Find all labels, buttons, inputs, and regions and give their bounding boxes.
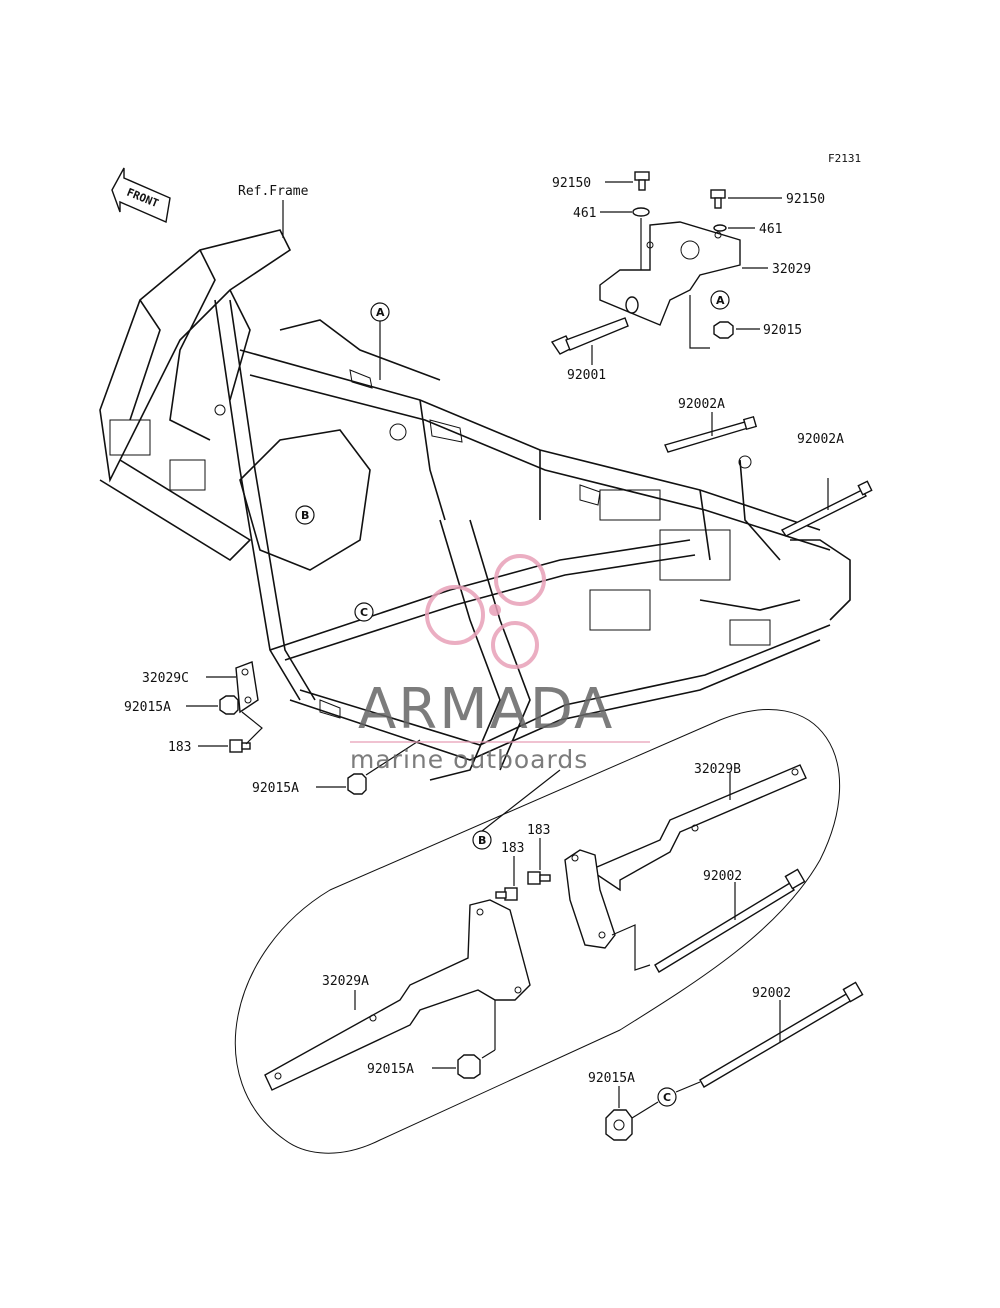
bolt-92002-lower: 92002 (699, 981, 864, 1088)
callout-b-frame: B (295, 505, 315, 525)
svg-text:92002A: 92002A (797, 432, 844, 447)
svg-text:A: A (716, 294, 725, 307)
nut-92015: 92015 (689, 295, 802, 349)
svg-text:92015A: 92015A (588, 1071, 635, 1086)
bolt-92002A-top: 92002A (664, 397, 758, 453)
callout-c-lower: C (631, 1081, 701, 1119)
figure-code: F2131 (828, 152, 861, 165)
svg-text:92002A: 92002A (678, 397, 725, 412)
svg-text:183: 183 (527, 823, 550, 838)
ref-frame-label: Ref.Frame (238, 184, 309, 199)
bolt-92001: 92001 (550, 296, 639, 383)
svg-text:C: C (360, 606, 368, 619)
callout-c-frame: C (354, 602, 374, 622)
inset-detail-b: B (234, 709, 841, 1154)
nut-92015A-center: 92015A (252, 739, 421, 796)
svg-text:92002: 92002 (703, 869, 742, 884)
bracket-32029A: 32029A (264, 899, 531, 1091)
callout-b-inset: B (472, 830, 492, 850)
svg-text:92015: 92015 (763, 323, 802, 338)
washer-461-right: 461 (713, 222, 782, 237)
svg-text:A: A (376, 306, 385, 319)
svg-text:92002: 92002 (752, 986, 791, 1001)
svg-text:183: 183 (501, 841, 524, 856)
front-arrow-icon: FRONT (111, 167, 171, 223)
svg-text:B: B (478, 834, 486, 847)
svg-text:183: 183 (168, 740, 191, 755)
bolt-92150-right: 92150 (710, 189, 825, 209)
svg-text:C: C (663, 1091, 671, 1104)
bolt-183-inset-b: 183 (495, 841, 524, 901)
svg-text:32029C: 32029C (142, 671, 189, 686)
callout-a-bracket: A (710, 290, 730, 310)
svg-text:32029B: 32029B (694, 762, 741, 777)
svg-text:B: B (301, 509, 309, 522)
bolt-92002-inset: 92002 (611, 868, 806, 973)
svg-text:92150: 92150 (786, 192, 825, 207)
svg-text:92001: 92001 (567, 368, 606, 383)
bracket-32029B: 32029B (564, 762, 807, 949)
svg-text:92015A: 92015A (252, 781, 299, 796)
bolt-183-inset-a: 183 (527, 823, 551, 885)
svg-text:461: 461 (573, 206, 596, 221)
svg-text:32029: 32029 (772, 262, 811, 277)
watermark-tagline: marine outboards (350, 745, 588, 774)
watermark-logo-icon (425, 554, 546, 669)
callout-a-frame: A (370, 302, 390, 380)
nut-92015A-lower: 92015A (588, 1071, 635, 1141)
bolt-92002A-right: 92002A (780, 432, 873, 537)
nut-92015A-left: 92015A (124, 695, 239, 715)
watermark: ARMADA marine outboards (350, 554, 650, 774)
bolt-92150-left: 92150 (552, 171, 650, 191)
washer-461-left: 461 (573, 206, 650, 221)
svg-text:92150: 92150 (552, 176, 591, 191)
svg-text:461: 461 (759, 222, 782, 237)
svg-text:32029A: 32029A (322, 974, 369, 989)
svg-text:92015A: 92015A (367, 1062, 414, 1077)
bracket-32029C: 32029C (142, 661, 259, 714)
nut-92015A-inset: 92015A (367, 1000, 496, 1079)
svg-text:92015A: 92015A (124, 700, 171, 715)
bolt-183-left: 183 (168, 711, 263, 755)
main-frame (99, 229, 851, 781)
watermark-brand: ARMADA (358, 677, 614, 742)
